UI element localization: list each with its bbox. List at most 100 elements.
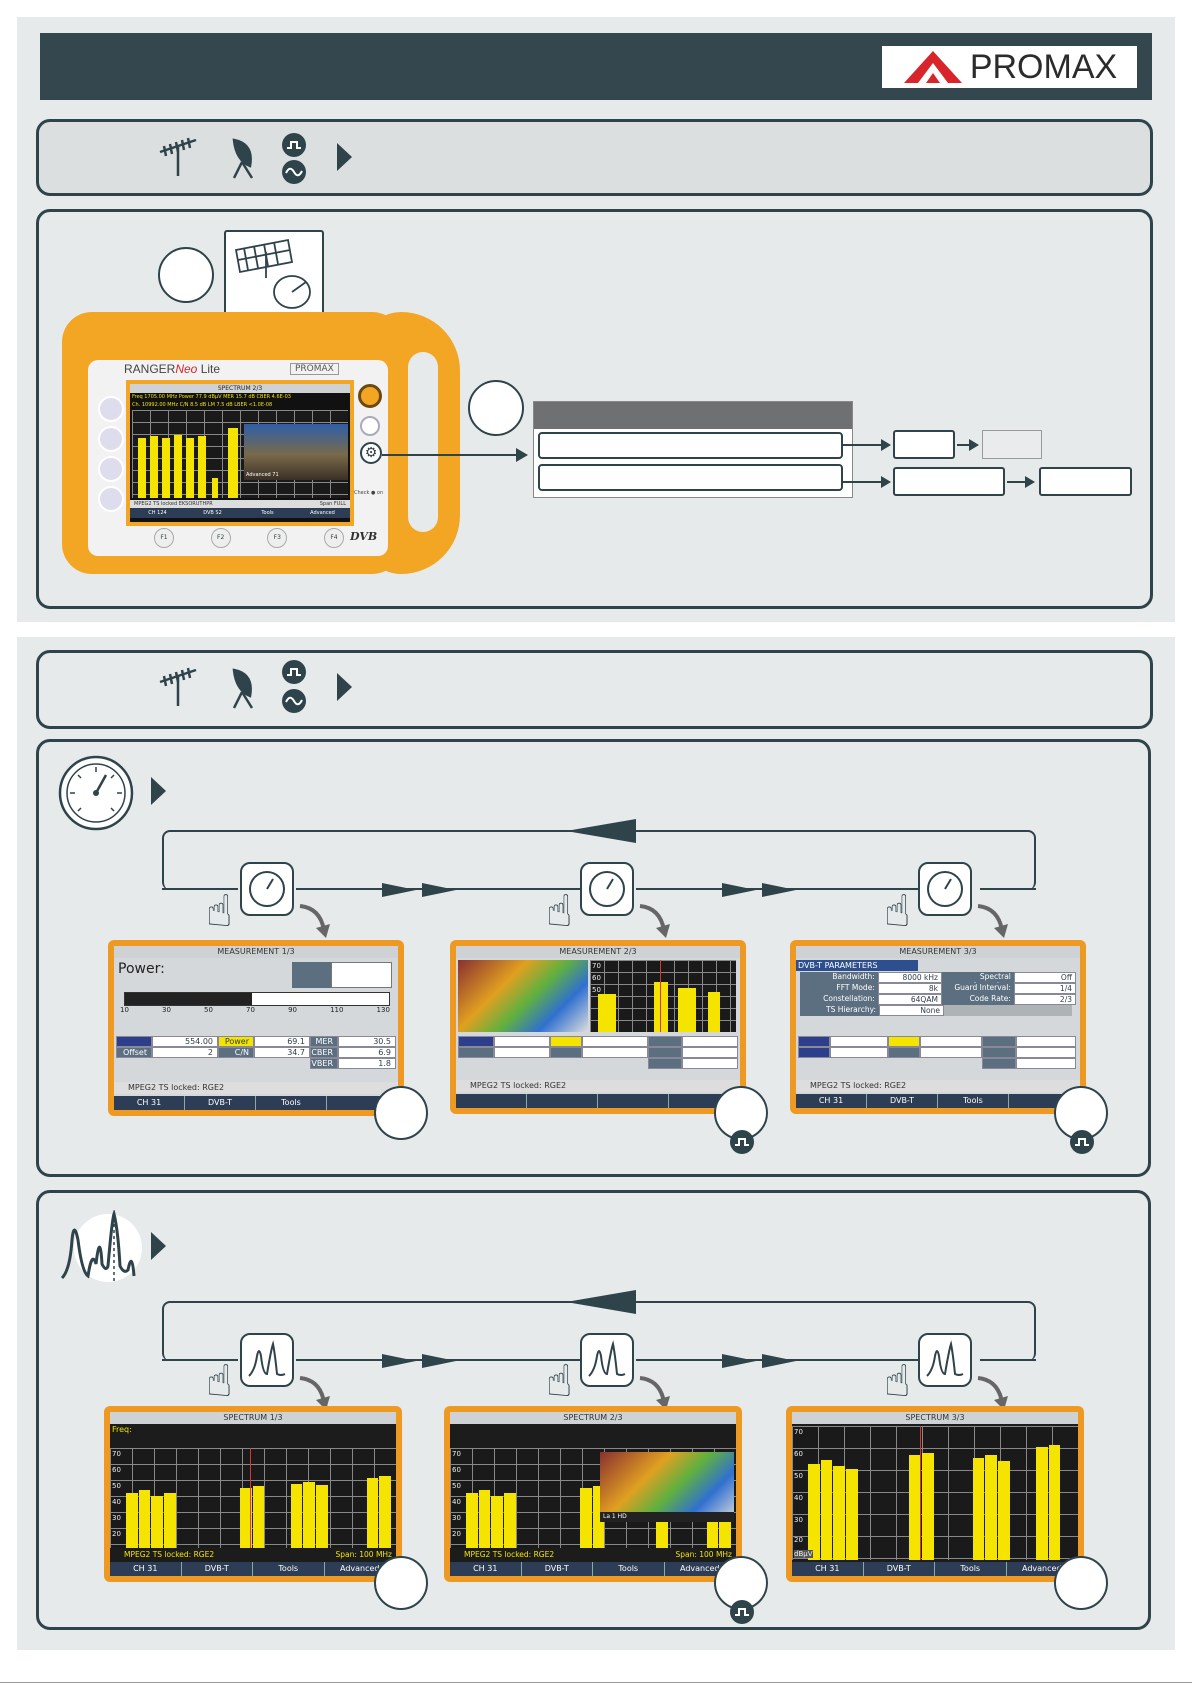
measure-key-1[interactable] [240,862,294,916]
softkey[interactable]: CH 31 [450,1562,522,1576]
softkey[interactable]: CH 31 [796,1094,867,1108]
lock-status: MPEG2 TS locked: RGE2 [464,1550,555,1559]
y-tick: 30 [794,1516,803,1524]
spectrum-key-2[interactable] [580,1333,634,1387]
device-spectrum: Advanced 71 [132,410,348,498]
step-circle [1054,1556,1108,1610]
spectrum-bar [820,1459,833,1560]
spectrum-bar [1048,1444,1061,1560]
device-brand: PROMAX [290,363,339,375]
step-circle [468,380,524,436]
softkey[interactable]: CH 31 [792,1562,864,1576]
f3-key[interactable]: F3 [267,528,288,548]
option-box-selected-2[interactable] [893,467,1005,496]
scale-tick: 110 [330,1006,344,1014]
device-handle-hole [408,352,438,532]
softkey[interactable] [598,1094,669,1108]
spectrum-status: MPEG2 TS locked: RGE2 Span: 100 MHz [110,1550,396,1560]
softkey[interactable]: Tools [938,1094,1009,1108]
power-scale: 10 30 50 70 90 110 130 [120,1006,390,1014]
freq-label: Freq: [112,1425,132,1434]
option-box-selected[interactable] [893,430,955,459]
option-box-value-2[interactable] [1039,467,1132,496]
softkey[interactable]: Tools [593,1562,665,1576]
param-label: FFT Mode: [800,983,878,994]
spectrum-bar [833,1466,845,1560]
measure-key-2[interactable] [580,862,634,916]
device-video-thumb [244,424,348,480]
digital-signal-icon [730,1600,754,1624]
settings-menu-item-1[interactable] [538,432,843,459]
gauge-icon [927,871,963,907]
flow-line-2 [957,444,971,446]
screenshot-button[interactable] [98,486,124,512]
spectrum-key-3[interactable] [918,1333,972,1387]
spectrum-bars [126,1448,392,1548]
power-label: Power: [118,961,165,977]
softkey[interactable]: Tools [256,1096,327,1110]
meas-cell: 554.00 [152,1036,218,1047]
ranger-neo-lite-device: RANGERNeo Lite PROMAX SPECTRUM 2/3 Freq … [62,312,460,574]
cycle-fwd-arrow [422,1354,456,1368]
spectrum-bar [290,1484,303,1548]
spectrum-bar [366,1478,379,1548]
device-softkey-1[interactable]: CH 124 [148,510,167,516]
measure-key-3[interactable] [918,862,972,916]
softkey[interactable]: DVB-T [867,1094,938,1108]
meas-cell: VBER [310,1058,338,1069]
softkey[interactable]: Tools [935,1562,1007,1576]
spectrum-bar [491,1496,503,1548]
softkey[interactable]: DVB-T [185,1096,256,1110]
param-value: 1/4 [1013,983,1076,994]
meas-cell: CBER [310,1047,338,1058]
spectrum-bar [504,1493,516,1548]
device-softkey-4[interactable]: Advanced [310,510,335,516]
meas-cell: Offset [116,1047,152,1058]
spectrum-mode-button[interactable] [98,426,124,452]
tv-mode-button[interactable] [98,456,124,482]
power-knob[interactable] [358,384,382,408]
lock-status: MPEG2 TS locked: RGE2 [796,1080,1080,1092]
flow-arrow-4 [1025,476,1035,488]
device-softkey-2[interactable]: DVB S2 [203,510,222,516]
spectrum-bars [466,1448,732,1548]
spectrum-key-1[interactable] [240,1333,294,1387]
softkey[interactable]: CH 31 [110,1562,182,1576]
span-label: Span: 100 MHz [335,1550,392,1559]
f2-key[interactable]: F2 [210,528,231,548]
step-circle [158,247,214,303]
softkey[interactable]: DVB-T [522,1562,593,1576]
screen-title: SPECTRUM 2/3 [450,1412,736,1424]
spectrum-bar [164,1493,176,1548]
softkey[interactable]: CH 31 [114,1096,185,1110]
softkey[interactable] [527,1094,598,1108]
unit-label: dBµV [794,1550,813,1558]
meas-cell: 2 [152,1047,218,1058]
measure-mode-button[interactable] [98,396,124,422]
promax-logo-icon [903,51,962,83]
digital-signal-icon [1070,1130,1094,1154]
settings-menu-item-2[interactable] [538,464,843,491]
y-tick: 60 [112,1466,121,1474]
flow-arrow-2 [969,439,979,451]
folder-button[interactable] [360,416,380,436]
spectrum-bar [656,1518,668,1548]
scale-tick: 30 [162,1006,171,1014]
option-box-value [982,430,1042,459]
f4-key[interactable]: F4 [323,528,344,548]
device-readout-1: Freq 1705.00 MHz Power 77.9 dBµV MER 15.… [132,394,291,400]
softkey[interactable] [456,1094,527,1108]
y-tick: 60 [592,974,601,982]
f1-key[interactable]: F1 [154,528,174,548]
spectrum-bar [252,1486,265,1548]
settings-button[interactable]: ⚙ [360,442,382,464]
device-softkey-3[interactable]: Tools [261,510,274,516]
softkey[interactable]: DVB-T [864,1562,935,1576]
antenna-input-box [224,230,324,318]
softkey[interactable]: Tools [253,1562,325,1576]
lock-status: MPEG2 TS locked: RGE2 [114,1082,398,1094]
softkey[interactable]: DVB-T [182,1562,253,1576]
y-tick: 70 [794,1428,803,1436]
y-tick: 20 [452,1530,461,1538]
measure-table [798,1036,1078,1069]
